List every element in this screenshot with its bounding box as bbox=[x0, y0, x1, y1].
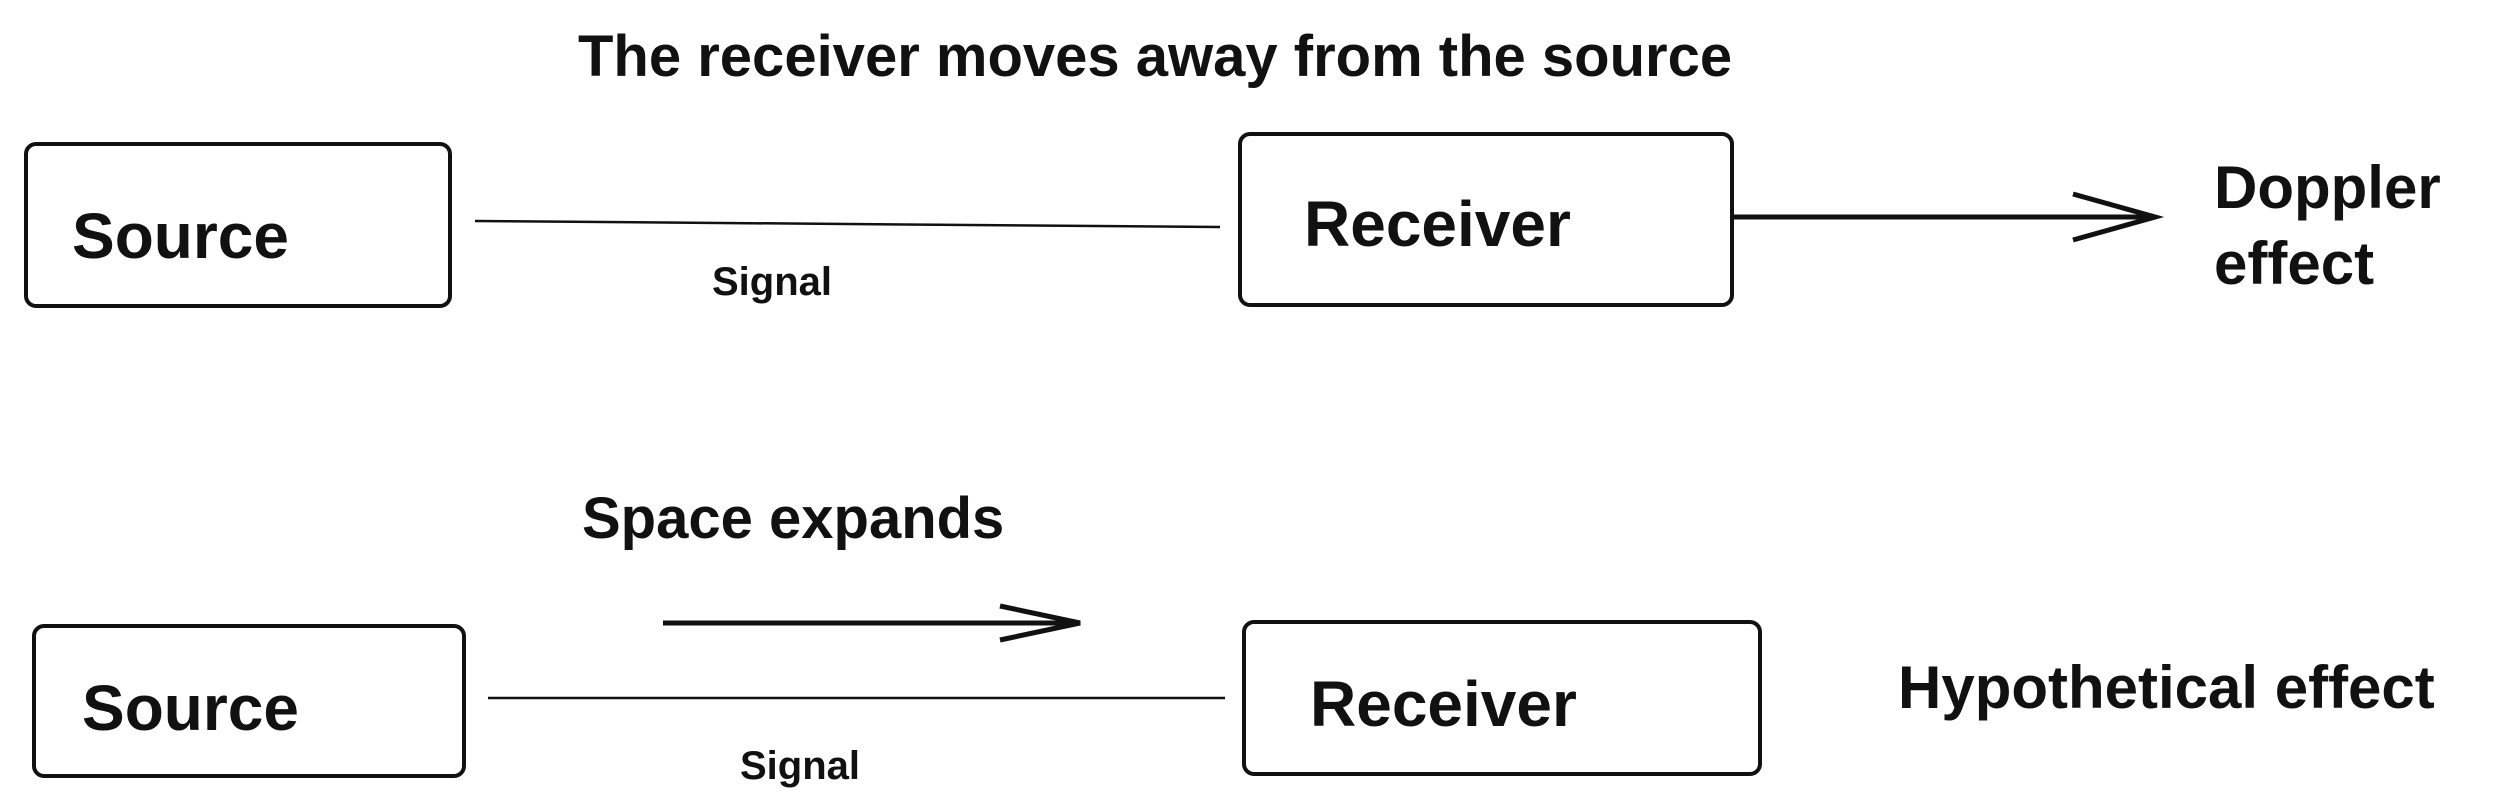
top-motion-arrow bbox=[1733, 191, 2165, 243]
hypothetical-effect-label: Hypothetical effect bbox=[1898, 654, 2435, 721]
top-signal-label: Signal bbox=[712, 260, 833, 304]
doppler-effect-label-line2: effect bbox=[2214, 230, 2375, 297]
bottom-signal-label: Signal bbox=[740, 744, 861, 788]
doppler-effect-label-line1: Doppler bbox=[2214, 154, 2441, 221]
space-expansion-arrow bbox=[663, 603, 1081, 643]
bottom-source-label: Source bbox=[82, 672, 299, 744]
top-receiver-label: Receiver bbox=[1304, 188, 1571, 260]
top-signal-line bbox=[474, 219, 1221, 229]
bottom-receiver-label: Receiver bbox=[1310, 668, 1577, 740]
top-receiver-box: Receiver bbox=[1238, 132, 1734, 307]
top-source-box: Source bbox=[24, 142, 452, 308]
bottom-source-box: Source bbox=[32, 624, 466, 778]
top-title: The receiver moves away from the source bbox=[578, 24, 1733, 89]
bottom-receiver-box: Receiver bbox=[1242, 620, 1762, 776]
bottom-title: Space expands bbox=[582, 486, 1005, 551]
top-source-label: Source bbox=[72, 200, 289, 272]
